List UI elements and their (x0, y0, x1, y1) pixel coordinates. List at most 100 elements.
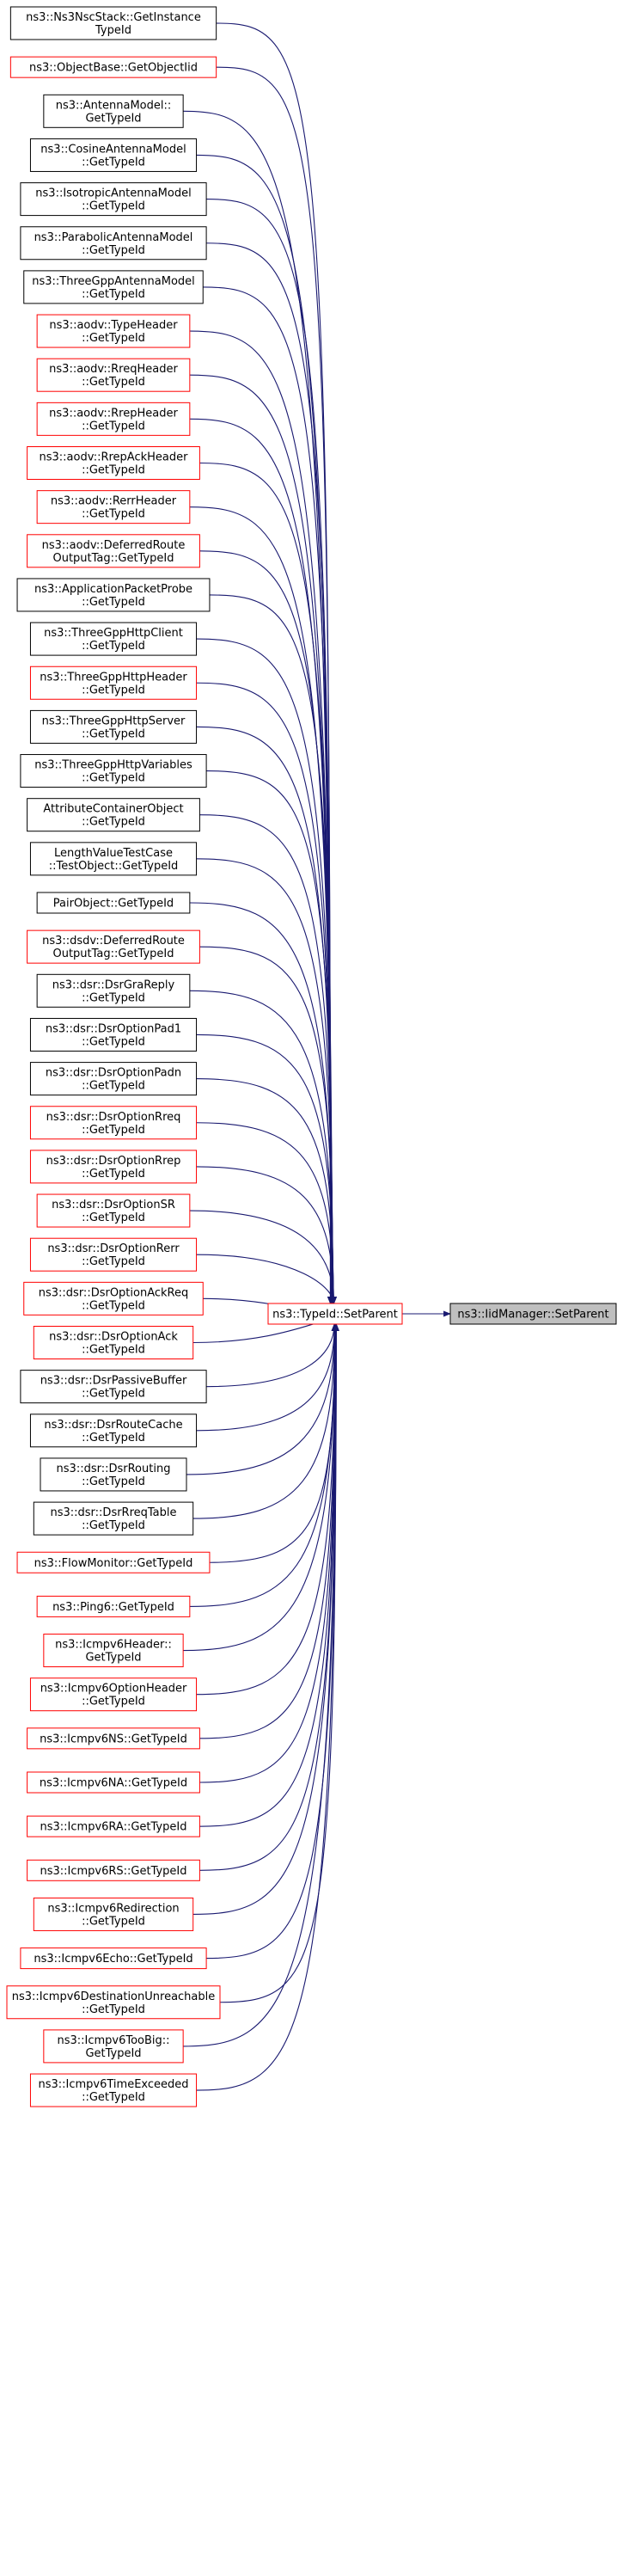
caller-node[interactable]: AttributeContainerObject::GetTypeId (27, 798, 200, 832)
caller-node[interactable]: ns3::dsr::DsrPassiveBuffer::GetTypeId (20, 1370, 207, 1404)
caller-node[interactable]: ns3::dsr::DsrOptionSR::GetTypeId (36, 1193, 191, 1228)
caller-node-label-line: ns3::dsr::DsrOptionRrep (46, 1155, 181, 1168)
call-edge (196, 1254, 338, 1304)
caller-node[interactable]: ns3::aodv::RrepHeader::GetTypeId (36, 402, 191, 436)
caller-node[interactable]: ns3::dsdv::DeferredRouteOutputTag::GetTy… (27, 929, 200, 964)
caller-node[interactable]: ns3::ObjectBase::GetObjectIid (9, 56, 217, 78)
caller-node[interactable]: ns3::Icmpv6Redirection::GetTypeId (33, 1897, 194, 1931)
call-edge (196, 1078, 337, 1304)
caller-node-label-line: ::GetTypeId (82, 640, 145, 653)
caller-node[interactable]: ns3::Icmpv6OptionHeader::GetTypeId (29, 1677, 198, 1712)
caller-node[interactable]: PairObject::GetTypeId (36, 892, 191, 914)
caller-node[interactable]: ns3::ThreeGppHttpHeader::GetTypeId (29, 665, 198, 700)
caller-node[interactable]: ns3::FlowMonitor::GetTypeId (16, 1551, 211, 1573)
caller-node-label-line: ns3::aodv::RerrHeader (51, 495, 177, 508)
caller-node[interactable]: ns3::dsr::DsrRouting::GetTypeId (40, 1457, 187, 1492)
target-node[interactable]: ns3::IidManager::SetParent (449, 1303, 617, 1325)
caller-node[interactable]: ns3::ThreeGppHttpClient::GetTypeId (29, 622, 198, 656)
caller-node[interactable]: ns3::ApplicationPacketProbe::GetTypeId (16, 578, 211, 612)
caller-node[interactable]: ns3::dsr::DsrOptionAck::GetTypeId (33, 1326, 194, 1359)
caller-node[interactable]: ns3::Icmpv6NS::GetTypeId (27, 1727, 200, 1750)
caller-node-label-line: ::GetTypeId (82, 200, 145, 213)
call-edge (189, 1210, 337, 1304)
caller-node-box (36, 973, 191, 1008)
caller-node[interactable]: ns3::Icmpv6RA::GetTypeId (27, 1815, 200, 1837)
caller-node-box (23, 1281, 204, 1316)
call-edge (199, 462, 335, 1304)
caller-node[interactable]: ns3::Icmpv6RS::GetTypeId (27, 1859, 200, 1881)
caller-node-box (33, 1326, 194, 1359)
caller-node-box (29, 138, 198, 172)
caller-node-box (20, 182, 207, 217)
caller-node-label-line: ns3::dsr::DsrRreqTable (50, 1506, 176, 1519)
caller-node-label-line: ::GetTypeId (82, 816, 145, 829)
caller-node-box (29, 1017, 198, 1052)
caller-node[interactable]: ns3::Icmpv6DestinationUnreachable::GetTy… (6, 1985, 221, 2020)
call-edge (196, 858, 336, 1304)
caller-node[interactable]: ns3::Icmpv6Echo::GetTypeId (20, 1947, 207, 1970)
caller-node[interactable]: ns3::Icmpv6Header::GetTypeId (43, 1634, 184, 1668)
edges-layer (183, 22, 451, 2091)
call-edge (199, 1323, 339, 1739)
caller-node[interactable]: ns3::aodv::RreqHeader::GetTypeId (36, 358, 191, 392)
caller-node[interactable]: ns3::AntennaModel::GetTypeId (43, 94, 184, 128)
caller-node[interactable]: ns3::IsotropicAntennaModel::GetTypeId (20, 182, 207, 217)
caller-node[interactable]: ns3::dsr::DsrOptionPad1::GetTypeId (29, 1017, 198, 1052)
caller-node-label-line: ns3::dsr::DsrOptionSR (52, 1199, 175, 1211)
caller-node[interactable]: ns3::dsr::DsrGraReply::GetTypeId (36, 973, 191, 1008)
caller-node-box (43, 1634, 184, 1668)
caller-node[interactable]: ns3::aodv::RrepAckHeader::GetTypeId (27, 446, 200, 480)
caller-node[interactable]: ns3::aodv::TypeHeader::GetTypeId (36, 314, 191, 348)
center-node[interactable]: ns3::TypeId::SetParent (267, 1303, 403, 1325)
call-edge (206, 770, 336, 1304)
nodes-layer: ns3::Ns3NscStack::GetInstanceTypeIdns3::… (6, 6, 617, 2107)
call-edge (209, 594, 335, 1304)
caller-node[interactable]: ns3::ParabolicAntennaModel::GetTypeId (20, 226, 207, 261)
caller-node-label-line: OutputTag::GetTypeId (52, 552, 174, 565)
caller-node[interactable]: ns3::ThreeGppAntennaModel::GetTypeId (23, 270, 204, 304)
call-edge (199, 814, 336, 1304)
caller-node[interactable]: ns3::Icmpv6TooBig::GetTypeId (43, 2029, 184, 2064)
caller-node[interactable]: ns3::Icmpv6TimeExceeded::GetTypeId (29, 2073, 198, 2107)
caller-node[interactable]: LengthValueTestCase::TestObject::GetType… (29, 842, 198, 876)
call-edge (196, 1323, 339, 2091)
caller-node[interactable]: ns3::dsr::DsrOptionRreq::GetTypeId (29, 1106, 198, 1140)
caller-node-label-line: ns3::IsotropicAntennaModel (35, 187, 191, 200)
caller-node[interactable]: ns3::dsr::DsrOptionAckReq::GetTypeId (23, 1281, 204, 1316)
caller-node-label-line: ns3::dsdv::DeferredRoute (42, 935, 185, 948)
caller-node[interactable]: ns3::dsr::DsrOptionRerr::GetTypeId (29, 1237, 198, 1272)
caller-node-label-line: ns3::AntennaModel:: (56, 99, 172, 112)
caller-node[interactable]: ns3::dsr::DsrOptionPadn::GetTypeId (29, 1062, 198, 1096)
caller-node-label-line: ns3::ThreeGppAntennaModel (32, 275, 195, 288)
caller-node-label-line: ::GetTypeId (82, 684, 145, 696)
call-edge (192, 1323, 339, 1519)
caller-node[interactable]: ns3::ThreeGppHttpVariables::GetTypeId (20, 754, 207, 788)
caller-node-label-line: ns3::aodv::DeferredRoute (42, 539, 186, 552)
caller-node-box (36, 1595, 191, 1617)
caller-node-box (29, 2073, 198, 2107)
caller-node-label-line: ns3::Icmpv6RA::GetTypeId (40, 1821, 187, 1834)
caller-node[interactable]: ns3::aodv::RerrHeader::GetTypeId (36, 490, 191, 524)
caller-node-label-line: ns3::Ns3NscStack::GetInstance (26, 11, 201, 24)
caller-node[interactable]: ns3::dsr::DsrRreqTable::GetTypeId (33, 1501, 194, 1536)
caller-node[interactable]: ns3::dsr::DsrRouteCache::GetTypeId (29, 1414, 198, 1448)
caller-node-label-line: ::GetTypeId (82, 1124, 145, 1137)
caller-node-label-line: ns3::aodv::RrepHeader (49, 407, 178, 420)
caller-node-label-line: ns3::ThreeGppHttpVariables (34, 759, 192, 772)
caller-node-box (36, 402, 191, 436)
caller-node[interactable]: ns3::dsr::DsrOptionRrep::GetTypeId (29, 1150, 198, 1184)
caller-node[interactable]: ns3::CosineAntennaModel::GetTypeId (29, 138, 198, 172)
caller-node-label-line: ::GetTypeId (82, 332, 145, 345)
call-edge (206, 199, 334, 1304)
caller-node-label-line: ::GetTypeId (82, 1915, 145, 1928)
caller-node[interactable]: ns3::Icmpv6NA::GetTypeId (27, 1771, 200, 1794)
caller-node-box (20, 754, 207, 788)
caller-node-box (29, 1062, 198, 1096)
caller-node[interactable]: ns3::aodv::DeferredRouteOutputTag::GetTy… (27, 534, 200, 568)
call-edge (189, 506, 335, 1304)
caller-node[interactable]: ns3::ThreeGppHttpServer::GetTypeId (29, 709, 198, 744)
caller-node[interactable]: ns3::Ping6::GetTypeId (36, 1595, 191, 1617)
caller-node-label-line: ::GetTypeId (82, 1255, 145, 1268)
call-edge (183, 110, 334, 1304)
